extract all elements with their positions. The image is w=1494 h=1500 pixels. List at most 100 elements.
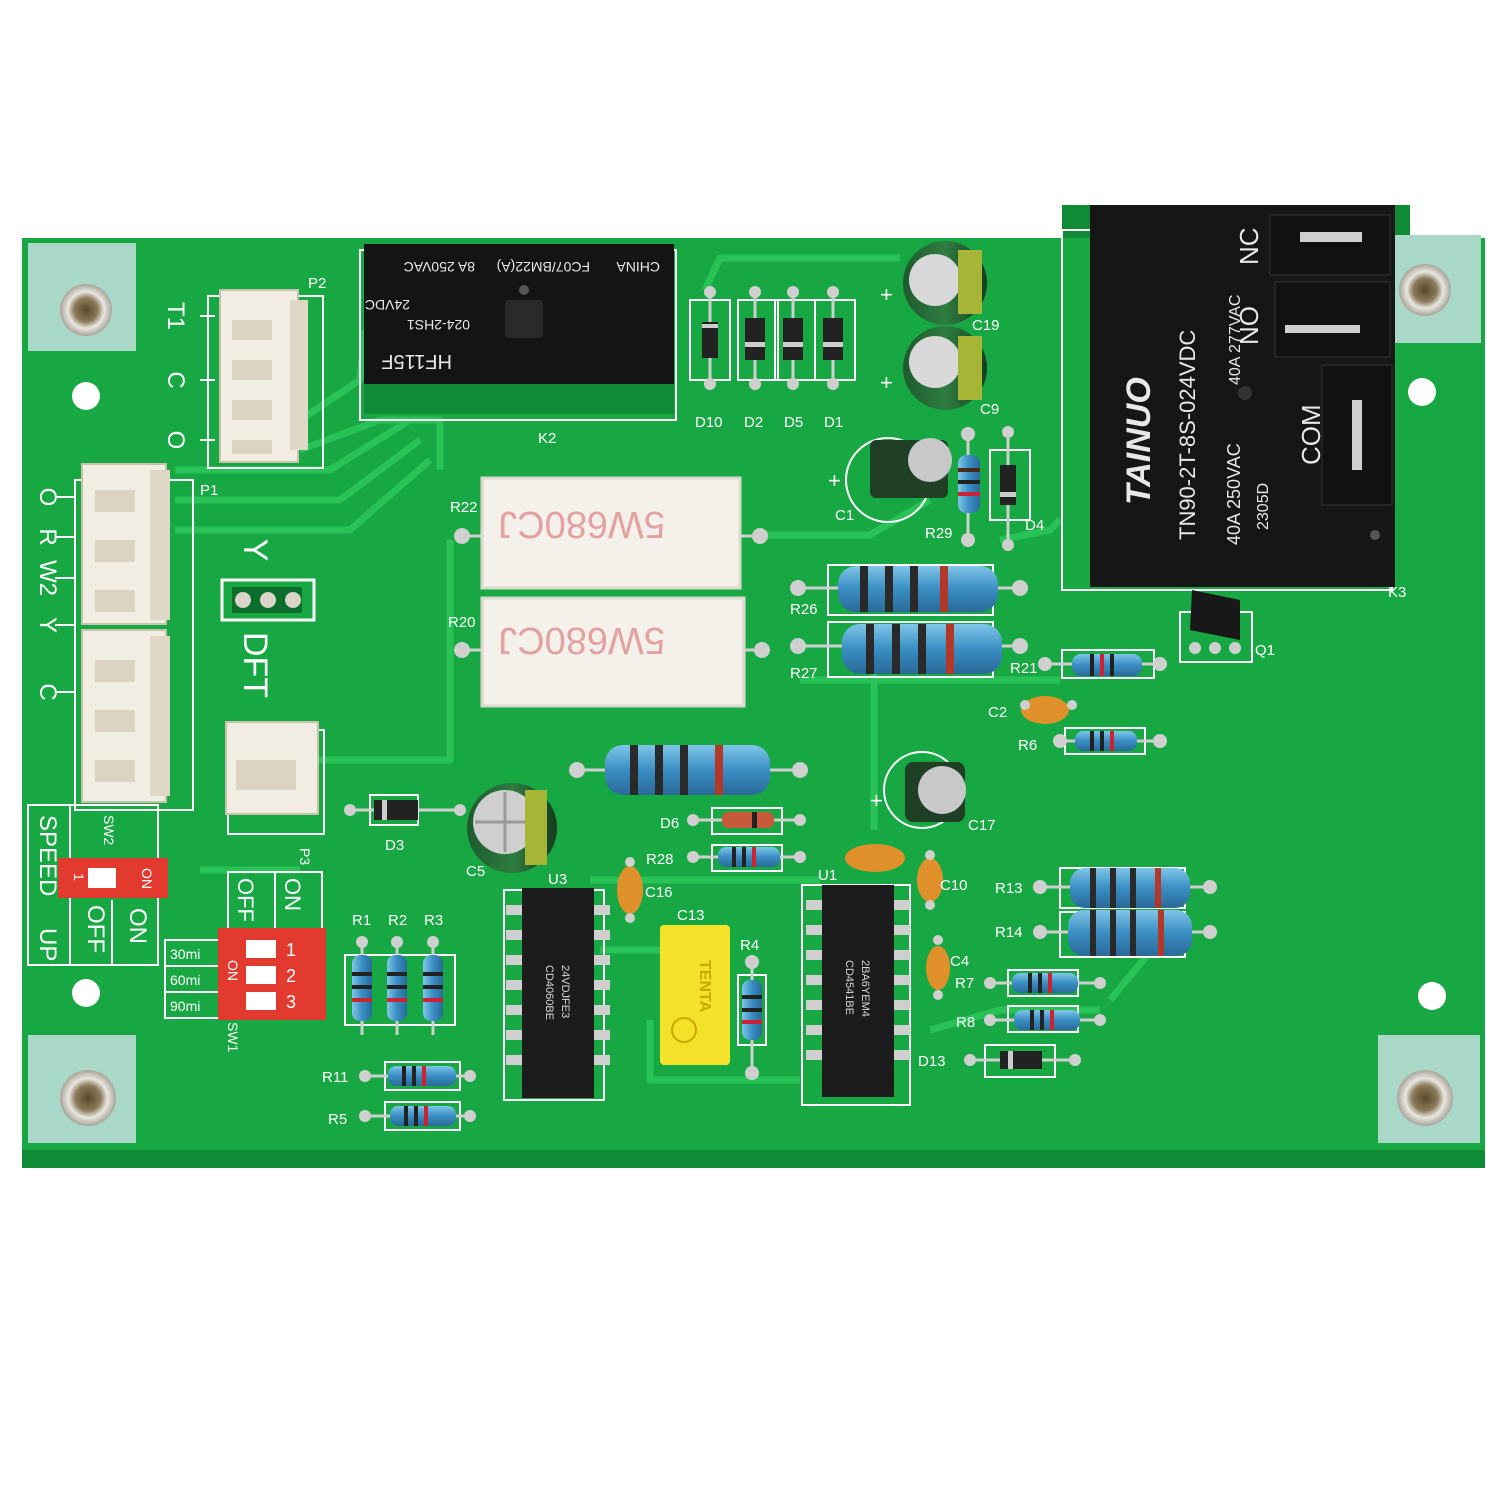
label-r3: R3 [424, 912, 443, 929]
label-q1: Q1 [1255, 642, 1275, 659]
capacitor-c2 [1020, 696, 1077, 724]
sw1-pos-3: 3 [286, 992, 296, 1012]
label-d2: D2 [744, 414, 763, 431]
transistor-q1 [1179, 590, 1253, 663]
connector-p3 [225, 721, 325, 835]
resistor-r21 [1038, 649, 1167, 679]
resistor-r6 [1053, 727, 1167, 755]
c1-plus: + [828, 468, 841, 493]
resistor-r7 [984, 969, 1106, 997]
u3-text-2: CD4060BE [543, 965, 555, 1020]
capacitor-c10 [845, 844, 943, 910]
sw1-pos-2: 2 [286, 966, 296, 986]
label-c17: C17 [968, 817, 996, 834]
u1-text-1: 2BA6YEM4 [859, 960, 871, 1017]
label-d1: D1 [824, 414, 843, 431]
k2-text-6: FC07/BM22(A) [497, 259, 590, 275]
sw1-ref: SW1 [225, 1022, 241, 1053]
c19-plus: + [880, 282, 893, 307]
sw2-col-on: ON [124, 908, 151, 944]
label-c19: C19 [972, 317, 1000, 334]
label-u1: U1 [818, 867, 837, 884]
resistor-unlabeled [569, 745, 808, 795]
label-c2: C2 [988, 704, 1007, 721]
capacitor-c9 [903, 326, 987, 410]
label-r27: R27 [790, 665, 818, 682]
power-resistor-r20 [454, 596, 770, 708]
resistor-r11 [359, 1061, 476, 1091]
sw2-col-off: OFF [82, 905, 109, 953]
sw2-ref: SW2 [101, 815, 117, 846]
diodes-top-row [689, 286, 856, 390]
k3-com: COM [1296, 404, 1326, 465]
sw2-label-speed: SPEED [34, 815, 61, 896]
resistor-r14 [1033, 910, 1217, 958]
label-c13: C13 [677, 907, 705, 924]
label-r29: R29 [925, 525, 953, 542]
label-r26: R26 [790, 601, 818, 618]
sw1-time-90: 90mi [170, 998, 200, 1014]
capacitor-c1 [845, 437, 952, 523]
c9-plus: + [880, 370, 893, 395]
p1-ref: P1 [200, 482, 218, 499]
k2-text-3: 24VDC [365, 297, 410, 313]
label-r22: R22 [450, 499, 478, 516]
label-r7: R7 [955, 975, 974, 992]
sw2-pos: 1 [71, 873, 87, 881]
resistor-r26 [790, 564, 1028, 616]
p2-pin-c: C [162, 371, 189, 388]
label-c1: C1 [835, 507, 854, 524]
sw2-label-up: UP [34, 928, 61, 961]
k3-nc: NC [1234, 227, 1264, 265]
y-jumper-label: Y [236, 539, 274, 562]
capacitor-c13 [660, 925, 730, 1065]
capacitor-c17 [883, 751, 966, 829]
p1-pin-y: Y [34, 617, 61, 633]
label-c9: C9 [980, 401, 999, 418]
relay-k2 [359, 244, 677, 421]
capacitor-c16 [617, 857, 643, 923]
u3-text-1: 24VDJFE3 [559, 965, 571, 1018]
label-d10: D10 [695, 414, 723, 431]
p1-pin-r: R [34, 528, 61, 545]
label-r5: R5 [328, 1111, 347, 1128]
k2-text-2: 024-2HS1 [407, 317, 470, 333]
u1-text-2: CD4541BE [843, 960, 855, 1015]
connector-p1 [74, 463, 194, 811]
label-r11: R11 [322, 1069, 348, 1086]
y-jumper [220, 578, 316, 622]
sw1-time-30: 30mi [170, 946, 200, 962]
resistor-r27 [790, 621, 1028, 678]
p2-pin-o: O [162, 431, 189, 450]
switch-sw2[interactable] [27, 804, 168, 966]
dft-label: DFT [236, 632, 274, 698]
resistor-r29 [958, 427, 980, 547]
diode-d3 [344, 794, 466, 826]
resistor-r5 [359, 1101, 476, 1131]
relay-k3 [1061, 205, 1395, 591]
c17-plus: + [870, 788, 883, 813]
k2-ref: K2 [538, 430, 556, 447]
p2-ref: P2 [308, 275, 326, 292]
connector-p2 [200, 289, 324, 469]
chip-u3 [503, 888, 610, 1101]
resistor-r8 [984, 1005, 1106, 1033]
k2-text-4: 8A 250VAC [404, 259, 475, 275]
p1-pin-c: C [34, 683, 61, 700]
label-c16: C16 [645, 884, 673, 901]
sw1-col-off: OFF [233, 878, 258, 922]
resistors-r1-r2-r3 [344, 936, 456, 1035]
power-resistor-r22 [454, 476, 768, 590]
label-r4: R4 [740, 937, 759, 954]
sw1-pos-1: 1 [286, 940, 296, 960]
diode-d4 [989, 426, 1031, 551]
k3-no: NO [1234, 306, 1264, 345]
label-d3: D3 [385, 837, 404, 854]
label-r21: R21 [1010, 660, 1038, 677]
switch-sw1[interactable] [218, 928, 326, 1020]
label-r14: R14 [995, 924, 1023, 941]
sw1-on-label: ON [225, 960, 241, 981]
capacitor-c5 [467, 783, 557, 873]
label-c5: C5 [466, 863, 485, 880]
